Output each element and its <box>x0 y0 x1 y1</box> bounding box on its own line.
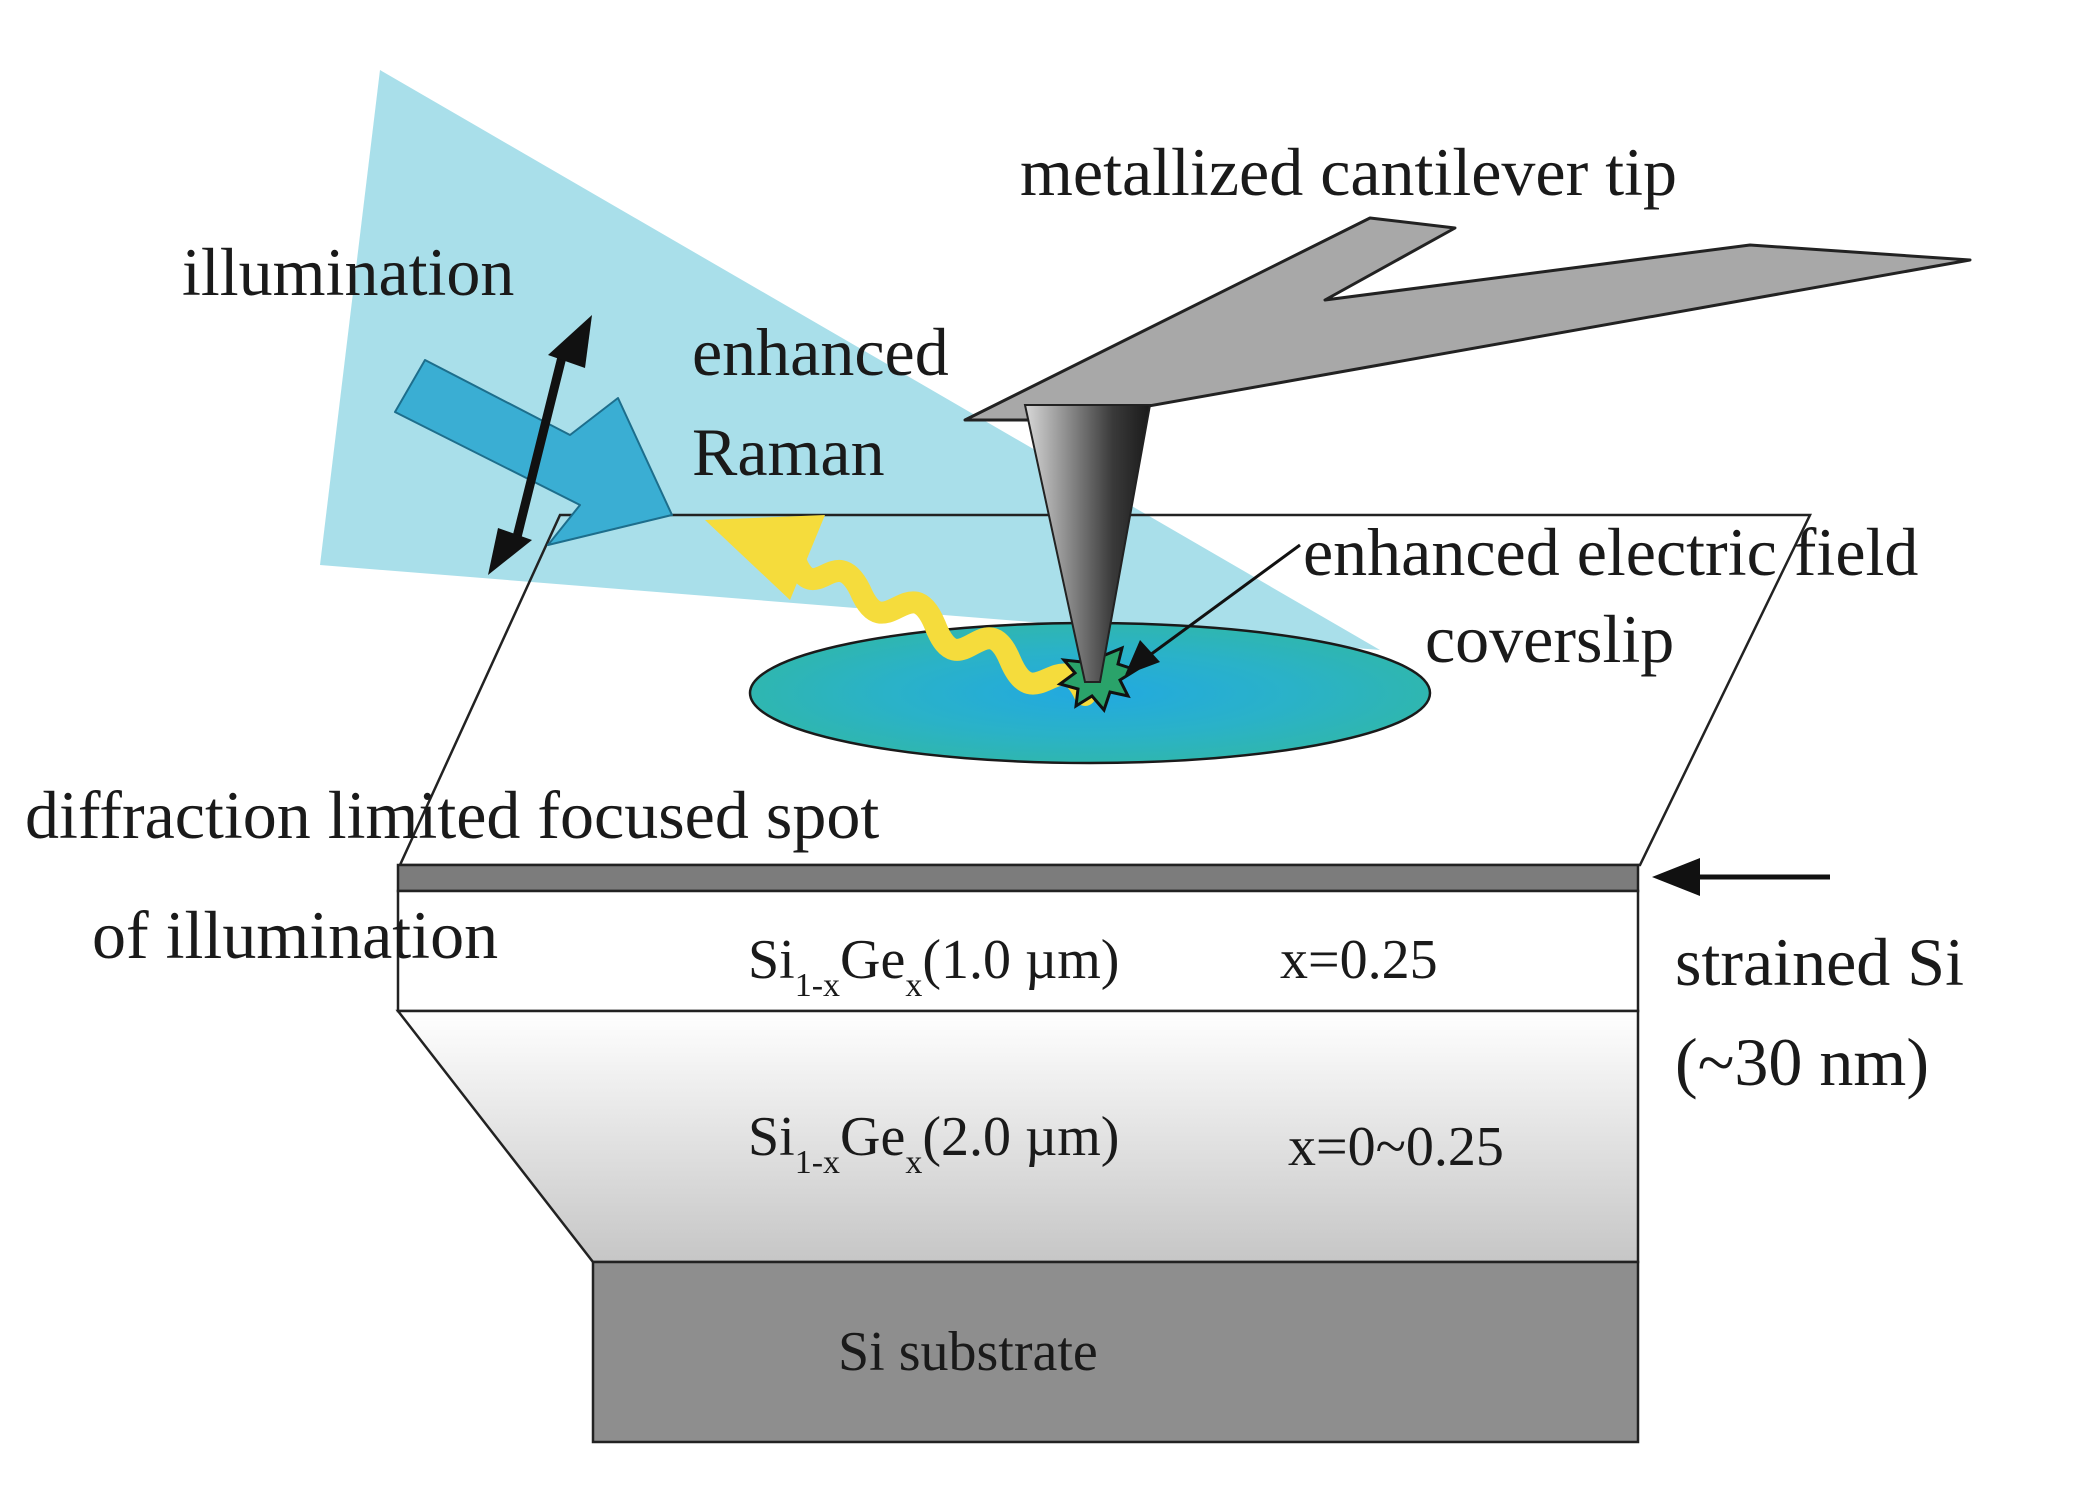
polarization-arrow <box>488 315 592 575</box>
coverslip-plate <box>398 513 1812 867</box>
illumination-label: illumination <box>182 234 514 310</box>
enhanced-raman-label-line2: Raman <box>692 414 885 490</box>
sige-graded-formula: Si1-xGex(2.0 µm) <box>748 1106 1119 1181</box>
coverslip-label: coverslip <box>1425 601 1674 677</box>
spot-label-line1: diffraction limited focused spot <box>25 777 879 853</box>
strained-si-label-line2: (~30 nm) <box>1675 1024 1929 1100</box>
substrate-label: Si substrate <box>838 1321 1098 1383</box>
cantilever-tip <box>1023 404 1152 683</box>
sige-top-formula: Si1-xGex(1.0 µm) <box>748 929 1119 1004</box>
enhanced-raman-arrow <box>705 515 1096 706</box>
enhanced-field-pointer <box>1125 543 1301 675</box>
sige-graded-composition: x=0~0.25 <box>1288 1116 1504 1178</box>
cantilever-arm <box>963 216 1972 422</box>
cantilever-label: metallized cantilever tip <box>1020 134 1677 210</box>
strained-si-layer <box>396 863 1640 893</box>
strained-si-label-line1: strained Si <box>1675 924 1964 1000</box>
enhanced-raman-label-line1: enhanced <box>692 314 949 390</box>
spot-label-line2: of illumination <box>92 897 498 973</box>
strained-si-pointer <box>1652 858 1830 896</box>
sige-top-composition: x=0.25 <box>1280 929 1438 991</box>
sige-top-layer <box>396 889 1640 1013</box>
si-substrate-layer <box>591 1260 1640 1444</box>
enhanced-field-label: enhanced electric field <box>1303 514 1918 590</box>
